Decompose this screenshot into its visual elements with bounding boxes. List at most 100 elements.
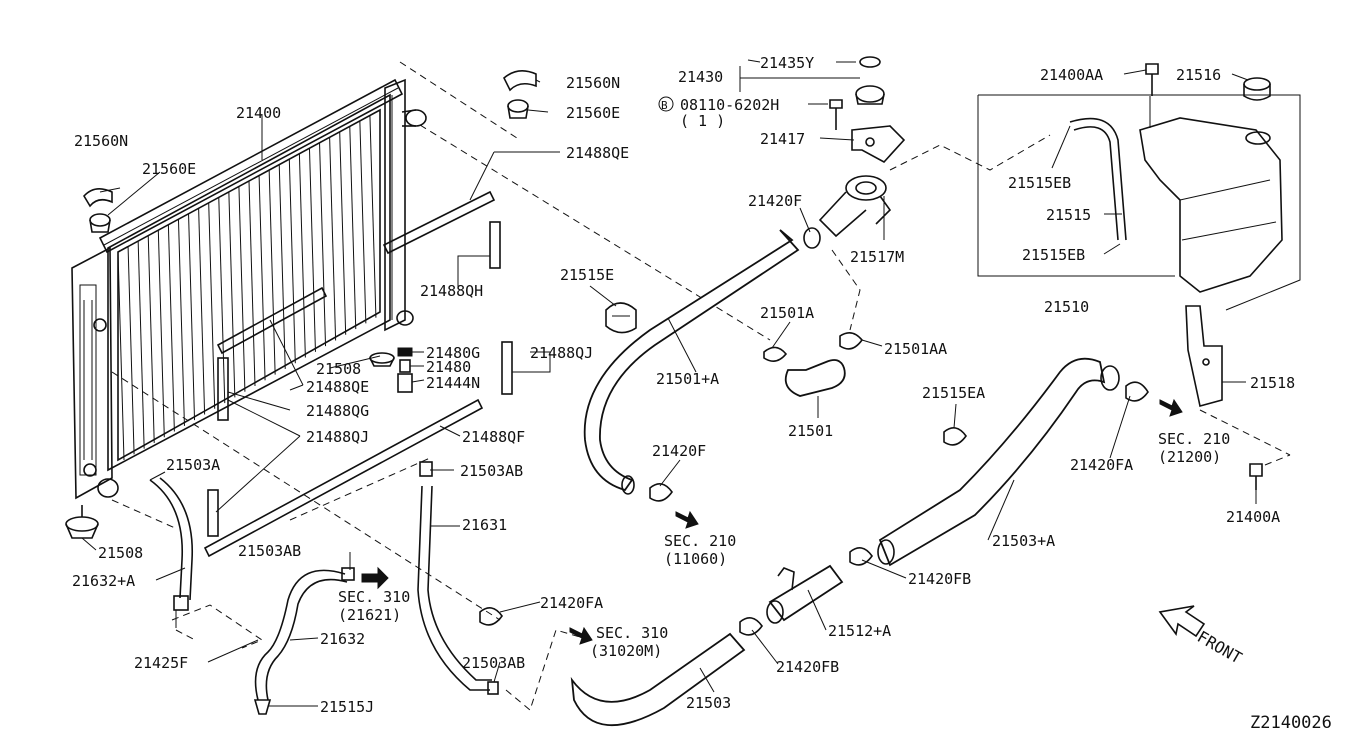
callout-21444N: 21444N — [426, 374, 480, 392]
callout-21435Y: 21435Y — [760, 54, 814, 72]
callout-21501A-plus: 21501+A — [656, 370, 719, 388]
callout-21503A-plus: 21503+A — [992, 532, 1055, 550]
section-210-11060-code: (11060) — [664, 550, 727, 568]
radiator-fin — [329, 137, 337, 341]
bolt-08110 — [829, 99, 843, 130]
callout-21417: 21417 — [760, 130, 805, 148]
callout-21560E-right: 21560E — [566, 104, 620, 122]
callout-21488QJ-left: 21488QJ — [306, 428, 369, 446]
callout-21430: 21430 — [678, 68, 723, 86]
radiator-fin — [228, 191, 236, 398]
radiator-fin — [359, 120, 367, 324]
callout-08110-quantity: ( 1 ) — [680, 112, 725, 130]
bolt-21400A — [1249, 463, 1263, 490]
hose-21515 — [1069, 117, 1127, 241]
callout-21501: 21501 — [788, 422, 833, 440]
radiator-fin — [288, 159, 296, 364]
radiator-fin — [147, 235, 155, 443]
callout-21488QF: 21488QF — [462, 428, 525, 446]
radiator-fin — [319, 142, 327, 347]
callout-21488QJ-right: 21488QJ — [530, 344, 593, 362]
callout-21420FB-bottom: 21420FB — [776, 658, 839, 676]
callout-21517M: 21517M — [850, 248, 904, 266]
callout-21515EB-bottom: 21515EB — [1022, 246, 1085, 264]
callout-21631: 21631 — [462, 516, 507, 534]
callout-21420F-top: 21420F — [748, 192, 802, 210]
callout-21420FA-bottom: 21420FA — [540, 594, 603, 612]
radiator-fin — [278, 164, 286, 369]
callout-21560N-left: 21560N — [74, 132, 128, 150]
radiator-fin — [308, 148, 316, 352]
callout-21488QE-top: 21488QE — [566, 144, 629, 162]
callout-21425F: 21425F — [134, 654, 188, 672]
upper-hose-21501A — [583, 227, 821, 502]
radiator-fin — [117, 251, 125, 461]
callout-21632A: 21632+A — [72, 572, 135, 590]
callout-21512A: 21512+A — [828, 622, 891, 640]
radiator-fin — [208, 202, 216, 409]
bolt-21400AA — [1145, 63, 1159, 96]
callout-21515EB-top: 21515EB — [1008, 174, 1071, 192]
hose-21631 — [417, 461, 499, 695]
section-310-21621-code: (21621) — [338, 606, 401, 624]
callout-21515EA: 21515EA — [922, 384, 985, 402]
hose-21512A — [766, 564, 844, 624]
leader-lines — [81, 59, 1257, 707]
reservoir-frame-21510 — [977, 94, 1301, 311]
callout-21488QH: 21488QH — [420, 282, 483, 300]
bolt-type-b-icon — [658, 96, 674, 112]
radiator-fin — [137, 241, 145, 449]
section-210-21200: SEC. 210 — [1158, 430, 1230, 448]
seal-strips — [203, 190, 513, 558]
section-310-31020M-code: (31020M) — [590, 642, 662, 660]
callout-21503AB-bottom: 21503AB — [462, 654, 525, 672]
radiator-assembly — [71, 78, 427, 500]
section-references: SEC. 310 (21621) SEC. 210 (11060) SEC. 3… — [338, 430, 1230, 660]
radiator-fin — [198, 208, 206, 415]
radiator-fin — [339, 131, 347, 335]
radiator-fin — [157, 230, 165, 438]
section-arrows — [361, 398, 1183, 645]
radiator-fin — [167, 224, 175, 432]
mount-bushing-right — [503, 70, 537, 119]
callout-21480: 21480 — [426, 358, 471, 376]
callout-21515: 21515 — [1046, 206, 1091, 224]
bracket-21518 — [1185, 305, 1223, 407]
front-label: FRONT — [1194, 627, 1246, 668]
hose-21503 — [570, 632, 746, 727]
callout-21488QE-bottom: 21488QE — [306, 378, 369, 396]
callout-21510: 21510 — [1044, 298, 1089, 316]
callout-21503AB-mid: 21503AB — [238, 542, 301, 560]
radiator-fin — [127, 246, 135, 455]
callout-21515E: 21515E — [560, 266, 614, 284]
callout-21508-bottom: 21508 — [98, 544, 143, 562]
hose-21501 — [763, 332, 864, 397]
hose-21632 — [253, 567, 355, 715]
callout-21503A: 21503A — [166, 456, 220, 474]
section-210-11060: SEC. 210 — [664, 532, 736, 550]
radiator-fin — [369, 115, 377, 318]
hose-21503A — [877, 357, 1120, 567]
callout-21480G: 21480G — [426, 344, 480, 362]
cap-21430 — [855, 56, 885, 105]
mount-bushing-left — [83, 188, 113, 233]
section-210-21200-code: (21200) — [1158, 448, 1221, 466]
radiator-fin — [188, 213, 196, 421]
hose-clamps — [479, 381, 1149, 636]
callout-08110-6202H: 08110-6202H — [680, 96, 779, 114]
callout-21632: 21632 — [320, 630, 365, 648]
callout-21515J: 21515J — [320, 698, 374, 716]
callout-21400: 21400 — [236, 104, 281, 122]
outlet-21517M — [818, 175, 892, 238]
reservoir-tank-21510 — [1139, 117, 1283, 293]
svg-text:B: B — [661, 99, 668, 112]
radiator-fin — [248, 180, 256, 387]
diagram-id: Z2140026 — [1250, 713, 1332, 733]
mount-21508-bottom — [65, 505, 99, 539]
callout-21420F-bottom: 21420F — [652, 442, 706, 460]
clamp-21515E — [605, 302, 637, 334]
radiator-fin — [298, 153, 306, 358]
callout-21518: 21518 — [1250, 374, 1295, 392]
radiator-fin — [218, 197, 226, 404]
